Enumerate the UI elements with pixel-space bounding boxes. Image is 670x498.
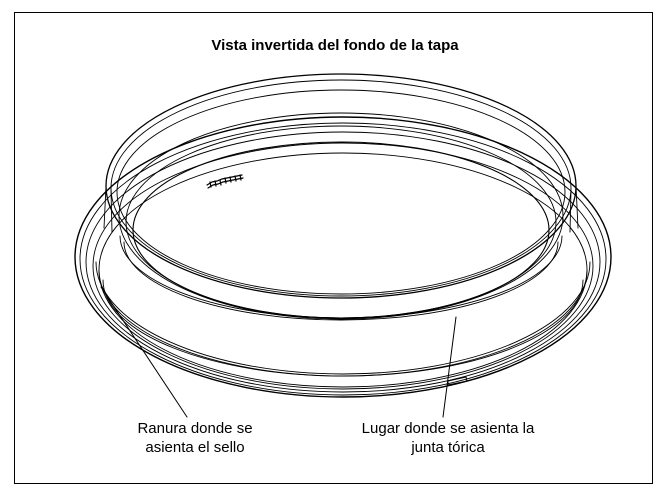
flange-tab-icon [447,376,468,386]
oring-seat-label-line-2: junta tórica [411,439,485,456]
seal-groove-label-line-1: Ranura donde se [137,420,253,437]
inner-wall [103,73,579,320]
diagram-title: Vista invertida del fondo de la tapa [211,37,459,54]
oring-seat-label-line-1: Lugar donde se asienta la [361,420,535,437]
seal-groove-leader-line [100,286,188,418]
oring-seat-label: Lugar donde se asienta la junta tórica [328,419,568,457]
seal-groove-label: Ranura donde se asienta el sello [110,419,280,457]
seal-groove [95,261,591,377]
oring-seat [119,235,563,321]
seal-groove-label-line-2: asienta el sello [145,439,245,456]
alignment-notch-icon [206,174,244,189]
oring-seat-leader-line [442,316,457,418]
diagram-frame [14,12,653,484]
